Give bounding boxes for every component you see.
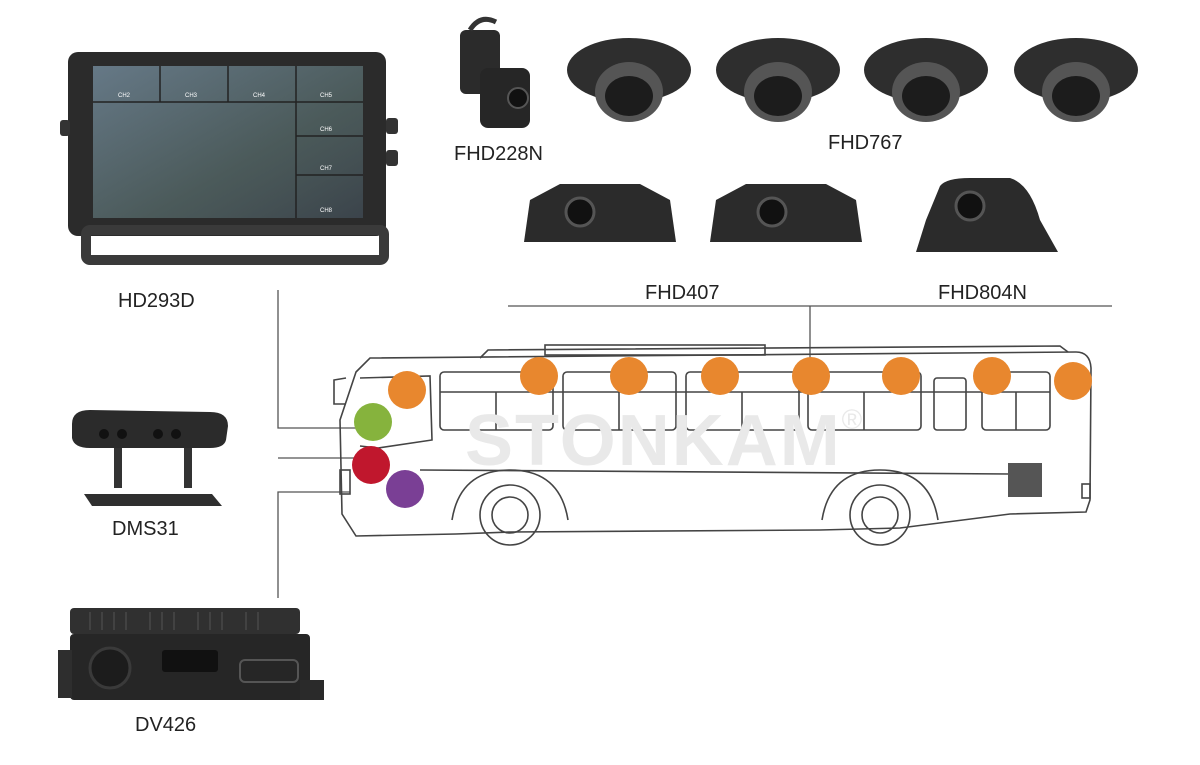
dms-label: DMS31 <box>112 518 179 540</box>
dvr-image <box>58 608 324 700</box>
screen-tag-7: CH8 <box>320 208 333 214</box>
monitor-image <box>60 52 398 265</box>
camera-d-label: FHD804N <box>938 282 1027 304</box>
bus-dots <box>352 357 1092 508</box>
camera-a-image <box>460 16 530 128</box>
dome-camera-2 <box>716 38 840 122</box>
monitor-connection-line <box>277 290 358 429</box>
camera-dot-8 <box>1054 362 1092 400</box>
watermark-brand: STONKAM <box>465 401 842 481</box>
dome-camera-4 <box>1014 38 1138 122</box>
monitor-screen-tags: CH2 CH3 CH4 CH5 CH6 CH7 CH8 <box>118 93 333 214</box>
camera-dot-4 <box>701 357 739 395</box>
dms-dot <box>352 446 390 484</box>
dvr-label: DV426 <box>135 714 197 736</box>
camera-dot-1 <box>388 371 426 409</box>
screen-tag-4: CH5 <box>320 93 333 99</box>
camera-dot-6 <box>882 357 920 395</box>
dome-camera-3 <box>864 38 988 122</box>
bus-roof-rack <box>479 345 1069 359</box>
camera-b-label: FHD767 <box>828 132 903 154</box>
screen-tag-3: CH4 <box>253 93 266 99</box>
side-camera-2 <box>710 184 862 242</box>
camera-dot-7 <box>973 357 1011 395</box>
camera-dot-3 <box>610 357 648 395</box>
dome-camera-1 <box>567 38 691 122</box>
camera-d-image <box>916 178 1058 252</box>
bus-rear-panel <box>1008 463 1042 497</box>
camera-c-images <box>524 184 862 242</box>
side-camera-1 <box>524 184 676 242</box>
screen-tag-6: CH7 <box>320 166 333 172</box>
camera-dot-2 <box>520 357 558 395</box>
dvr-connection-line <box>277 491 350 598</box>
screen-tag-5: CH6 <box>320 127 333 133</box>
dvr-dot <box>386 470 424 508</box>
connection-lines <box>277 290 1112 598</box>
screen-tag-1: CH2 <box>118 93 131 99</box>
monitor-label: HD293D <box>118 290 195 312</box>
camera-a-label: FHD228N <box>454 143 543 165</box>
watermark-mark: ® <box>841 404 865 435</box>
brand-watermark: STONKAM® <box>465 400 864 482</box>
dms-image <box>72 410 228 506</box>
monitor-dot <box>354 403 392 441</box>
camera-c-label: FHD407 <box>645 282 720 304</box>
camera-dot-5 <box>792 357 830 395</box>
camera-b-images <box>567 38 1138 122</box>
screen-tag-2: CH3 <box>185 93 198 99</box>
bus-body <box>339 351 1092 537</box>
